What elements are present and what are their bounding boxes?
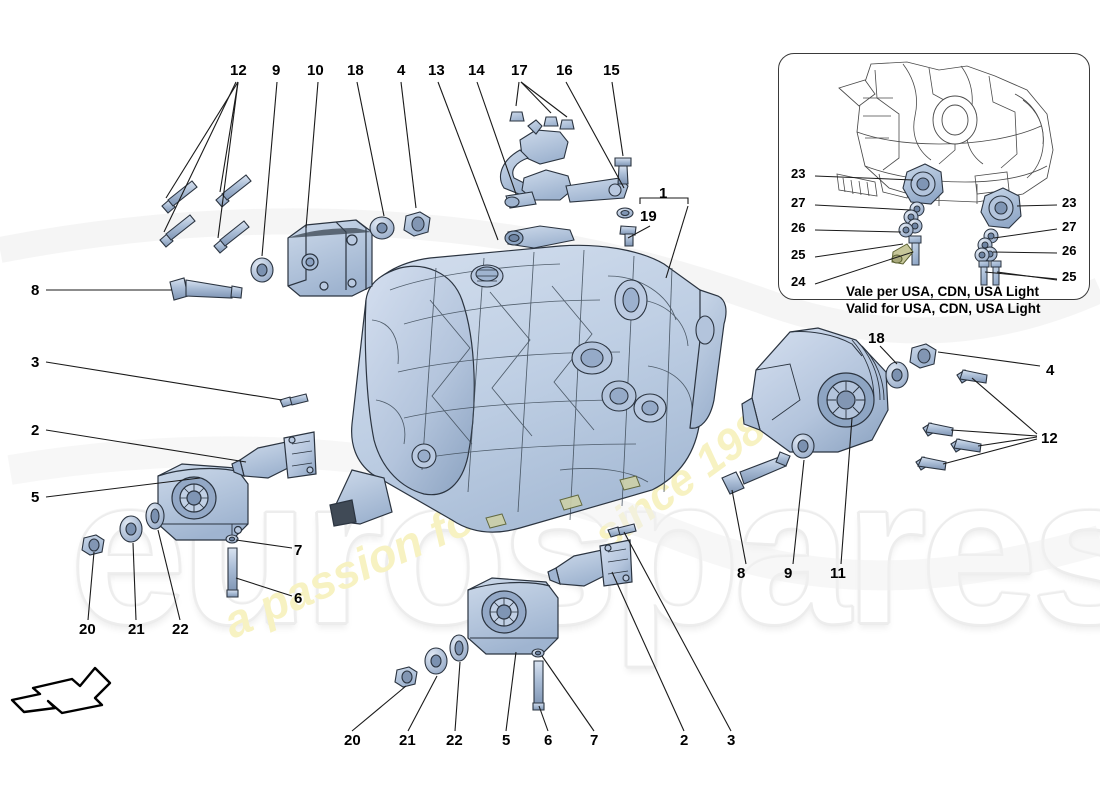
direction-arrow [10, 666, 112, 715]
callout-label-21-bottom: 21 [399, 732, 416, 749]
callout-label-5-left: 5 [31, 489, 40, 506]
callout-label-8-right: 8 [737, 565, 746, 582]
callout-label-15-top: 15 [603, 62, 620, 79]
callout-label-17-top: 17 [511, 62, 528, 79]
watermark-tagline: a passion for parts [215, 433, 613, 649]
watermark-since: since 1985 [585, 389, 794, 560]
callout-label-22-left: 22 [172, 621, 189, 638]
callout-label-19: 19 [640, 208, 657, 225]
callout-label-2-bottom: 2 [680, 732, 689, 749]
callout-label-10-top: 10 [307, 62, 324, 79]
callout-label-22-bottom: 22 [446, 732, 463, 749]
callout-label-4-right: 4 [1046, 362, 1055, 379]
inset-label-27-left: 27 [791, 195, 806, 210]
inset-artwork [814, 61, 1058, 286]
callout-label-14-top: 14 [468, 62, 485, 79]
inset-note-italian: Vale per USA, CDN, USA Light [846, 284, 1040, 299]
inset-label-27-right: 27 [1062, 219, 1077, 234]
callout-label-1: 1 [659, 185, 668, 202]
callout-label-3-left: 3 [31, 354, 40, 371]
callout-label-16-top: 16 [556, 62, 573, 79]
callout-label-12-top: 12 [230, 62, 247, 79]
callout-label-2-left: 2 [31, 422, 40, 439]
inset-label-24-left: 24 [791, 274, 806, 289]
callout-label-7-bottom: 7 [590, 732, 599, 749]
callout-label-8-left: 8 [31, 282, 40, 299]
callout-label-21-left: 21 [128, 621, 145, 638]
callout-label-18-top: 18 [347, 62, 364, 79]
callout-label-11-right: 11 [830, 565, 846, 582]
callout-label-20-left: 20 [79, 621, 96, 638]
callout-label-4-top: 4 [397, 62, 406, 79]
watermark-logo: eurospares [69, 432, 1100, 669]
inset-label-25-right: 25 [1062, 269, 1077, 284]
callout-label-18-right: 18 [868, 330, 885, 347]
inset-label-26-left: 26 [791, 220, 806, 235]
callout-label-3-bottom: 3 [727, 732, 736, 749]
callout-label-13-top: 13 [428, 62, 445, 79]
callout-label-20-bottom: 20 [344, 732, 361, 749]
usa-variant-inset-panel: 23 27 26 25 24 23 27 26 25 [778, 53, 1090, 300]
callout-label-7-left: 7 [294, 542, 303, 559]
callout-label-9-right: 9 [784, 565, 793, 582]
inset-label-25-left: 25 [791, 247, 806, 262]
callout-label-9-top: 9 [272, 62, 281, 79]
inset-label-23-right: 23 [1062, 195, 1077, 210]
callout-label-6-bottom: 6 [544, 732, 553, 749]
callout-label-6-left: 6 [294, 590, 303, 607]
callout-label-12-right: 12 [1041, 430, 1058, 447]
inset-note-english: Valid for USA, CDN, USA Light [846, 301, 1041, 316]
inset-label-26-right: 26 [1062, 243, 1077, 258]
inset-label-23-left: 23 [791, 166, 806, 181]
callout-label-5-bottom: 5 [502, 732, 511, 749]
